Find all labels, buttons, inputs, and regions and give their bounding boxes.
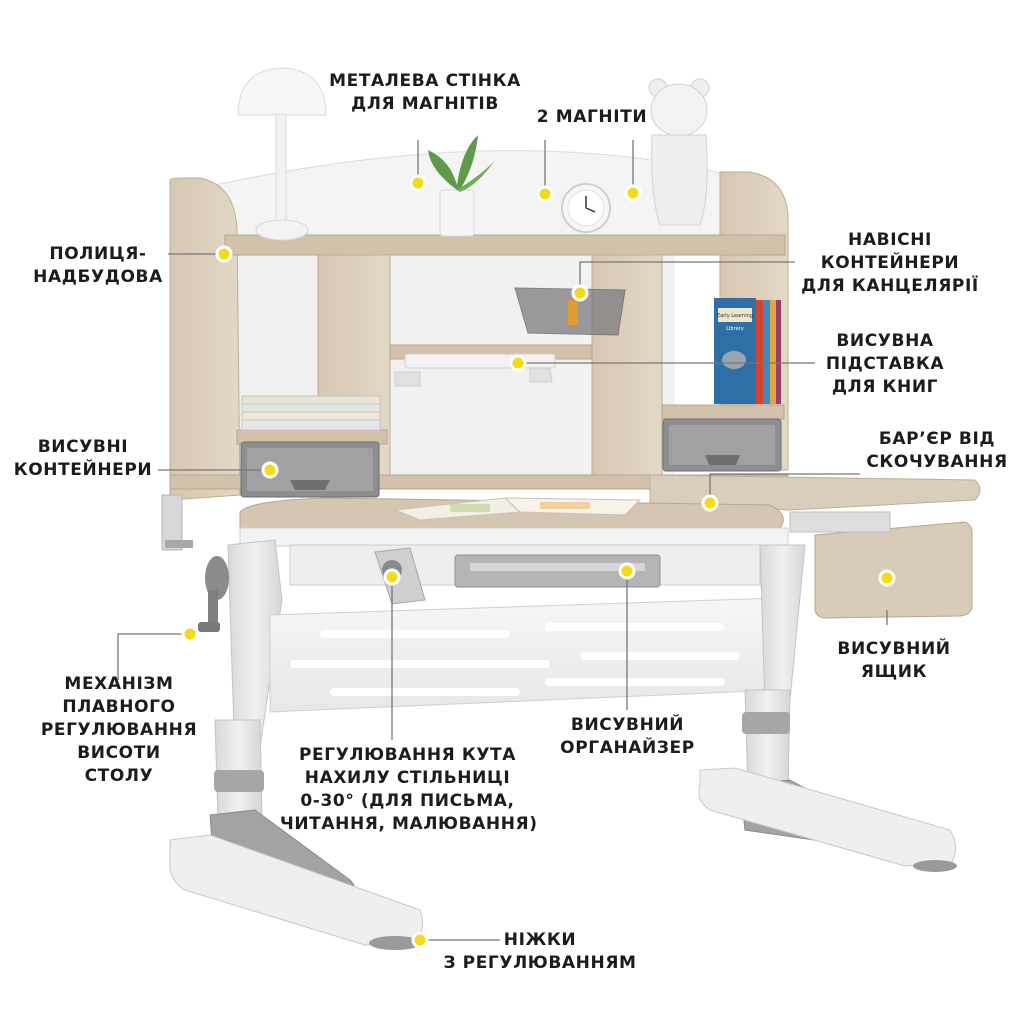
line-antiroll: [709, 473, 860, 503]
desk-clock: [561, 183, 611, 233]
label-organizer: ВИСУВНИЙ ОРГАНАЙЗЕР: [560, 715, 695, 758]
hanging-stationery-container: [514, 287, 626, 336]
hutch-divider-right: [591, 254, 663, 476]
hutch-top-shelf: [224, 234, 786, 256]
label-metal-wall: МЕТАЛЕВА СТІНКА ДЛЯ МАГНІТІВ: [329, 71, 521, 114]
potted-plant: [428, 135, 495, 237]
hutch: Early Learning Library: [169, 67, 789, 501]
label-tilt: РЕГУЛЮВАННЯ КУТА НАХИЛУ СТІЛЬНИЦІ 0-30° …: [280, 745, 538, 834]
book-cover-title: Early Learning: [717, 313, 753, 319]
desk-lamp: [237, 67, 327, 241]
open-book: [394, 497, 642, 521]
callout-markers: [181, 174, 896, 949]
label-shelf-top: ПОЛИЦЯ- НАДБУДОВА: [33, 244, 163, 287]
hutch-lower-shelf-right: [661, 404, 785, 420]
height-crank: [198, 556, 229, 632]
marker-bookstand: [509, 354, 527, 372]
label-magnets: 2 МАГНІТИ: [536, 107, 648, 127]
label-drawer: ВИСУВНИЙ ЯЩИК: [837, 639, 951, 682]
label-hanging-containers: НАВІСНІ КОНТЕЙНЕРИ ДЛЯ КАНЦЕЛЯРІЇ: [801, 230, 979, 296]
marker-tilt: [383, 568, 401, 586]
desk-clamp: [161, 494, 183, 551]
desk: [161, 474, 981, 950]
label-anti-roll: БАР’ЄР ВІД СКОЧУВАННЯ: [866, 429, 1008, 472]
callout-lines: [117, 140, 888, 941]
label-pull-containers: ВИСУВНІ КОНТЕЙНЕРИ: [13, 437, 153, 480]
marker-organizer: [618, 562, 636, 580]
books-right: Early Learning Library: [714, 298, 781, 404]
marker-pull: [261, 461, 279, 479]
marker-height: [181, 625, 199, 643]
marker-shelf: [215, 245, 233, 263]
books-left: [241, 395, 381, 431]
marker-magnet-right: [624, 184, 642, 202]
marker-magnet-left: [536, 185, 554, 203]
marker-hanging: [571, 284, 589, 302]
pull-container-left: [240, 441, 380, 498]
marker-antiroll: [701, 494, 719, 512]
label-book-stand: ВИСУВНА ПІДСТАВКА ДЛЯ КНИГ: [825, 331, 945, 397]
line-hanging: [579, 261, 795, 293]
pull-container-right: [662, 418, 782, 472]
right-leg: [698, 544, 957, 872]
line-height: [117, 633, 190, 680]
label-height-mech: МЕХАНІЗМ ПЛАВНОГО РЕГУЛЮВАННЯ ВИСОТИ СТО…: [40, 674, 198, 786]
marker-legs: [411, 931, 429, 949]
marker-drawer: [878, 569, 896, 587]
side-drawer: [789, 511, 973, 619]
fixed-tabletop: [649, 474, 981, 511]
hutch-left-side: [169, 177, 241, 501]
bear-figurine: [648, 78, 710, 226]
book-cover-subtitle: Library: [726, 326, 744, 332]
left-leg: [169, 539, 424, 946]
leg-cross-panel: [269, 597, 779, 713]
marker-metal-wall: [409, 174, 427, 192]
label-legs: НІЖКИ З РЕГУЛЮВАННЯМ: [443, 930, 637, 973]
